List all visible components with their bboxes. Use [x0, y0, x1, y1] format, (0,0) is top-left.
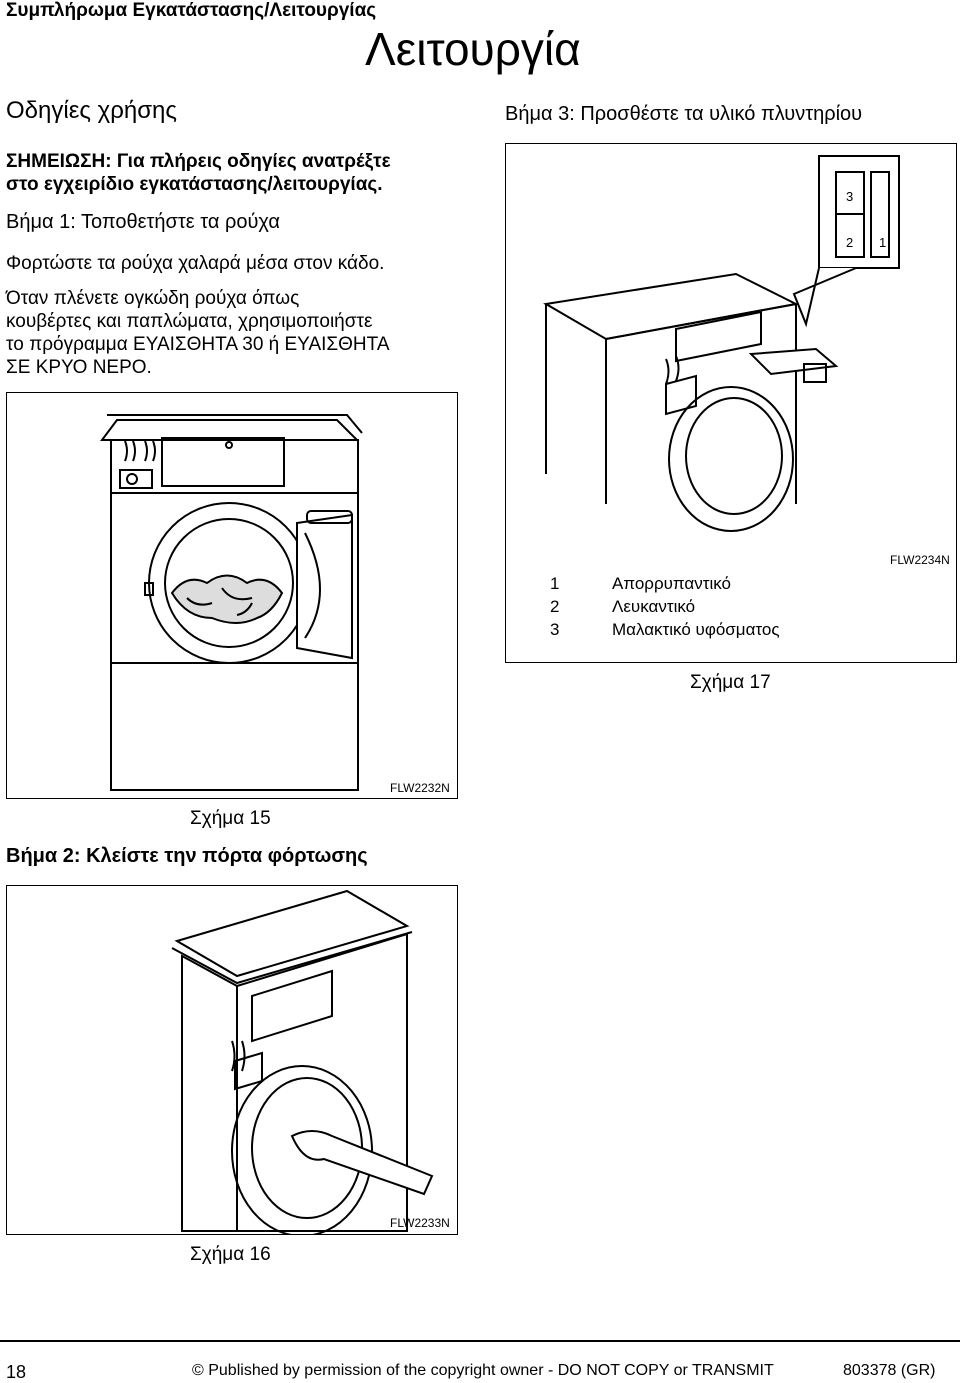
step1-paragraph-1: Φορτώστε τα ρούχα χαλαρά μέσα στον κάδο.	[6, 253, 385, 274]
compartment-1-label: 1	[879, 235, 887, 250]
step1-p2-line-2: κουβέρτες και παπλώματα, χρησιμοποιήστε	[6, 311, 373, 332]
legend-num-3: 3	[550, 620, 560, 639]
compartment-2-label: 2	[846, 235, 854, 250]
legend-label-2: Λευκαντικό	[612, 597, 696, 616]
instructions-heading: Οδηγίες χρήσης	[6, 97, 177, 124]
footer-rule	[0, 1340, 960, 1342]
section-title: Λειτουργία	[365, 23, 581, 75]
page-number: 18	[6, 1362, 27, 1382]
step1-p2-line-4: ΣΕ ΚΡΥΟ ΝΕΡΟ.	[6, 357, 152, 378]
step1-title: Βήμα 1: Τοποθετήστε τα ρούχα	[6, 211, 280, 233]
figure-16-caption: Σχήμα 16	[190, 1244, 271, 1265]
dispenser-callout-box	[818, 155, 900, 269]
figure-15-frame	[6, 392, 458, 799]
step1-p2-line-1: Όταν πλένετε ογκώδη ρούχα όπως	[6, 288, 300, 309]
legend-label-1: Απορρυπαντικό	[612, 574, 731, 593]
figure-17-id: FLW2234N	[890, 553, 950, 567]
figure-16-frame	[6, 885, 458, 1235]
note-line-2: στο εγχειρίδιο εγκατάστασης/λειτουργίας.	[6, 174, 383, 195]
note-line-1: ΣΗΜΕΙΩΣΗ: Για πλήρεις οδηγίες ανατρέξτε	[6, 151, 391, 172]
step3-title: Βήμα 3: Προσθέστε τα υλικό πλυντηρίου	[505, 103, 863, 125]
figure-17-frame	[505, 143, 957, 663]
figure-17-caption: Σχήμα 17	[690, 672, 771, 693]
step1-p2-line-3: το πρόγραμμα ΕΥΑΙΣΘΗΤΑ 30 ή ΕΥΑΙΣΘΗΤΑ	[6, 334, 390, 355]
legend-num-1: 1	[550, 574, 560, 593]
copyright-notice: © Published by permission of the copyrig…	[192, 1362, 774, 1379]
legend-label-3: Μαλακτικό υφόσματος	[612, 620, 780, 639]
washer-open-door-illustration	[100, 414, 363, 791]
washer-closing-door-illustration	[171, 889, 434, 1234]
dispenser-illustration	[543, 155, 900, 532]
running-title: Συμπλήρωμα Εγκατάστασης/Λειτουργίας	[6, 0, 377, 21]
compartment-3-label: 3	[846, 189, 854, 204]
step2-title: Βήμα 2: Κλείστε την πόρτα φόρτωσης	[6, 845, 368, 867]
figure-16-id: FLW2233N	[390, 1216, 450, 1230]
document-number: 803378 (GR)	[843, 1362, 936, 1379]
figure-15-caption: Σχήμα 15	[190, 808, 271, 829]
figure-15-id: FLW2232N	[390, 781, 450, 795]
legend-num-2: 2	[550, 597, 560, 616]
